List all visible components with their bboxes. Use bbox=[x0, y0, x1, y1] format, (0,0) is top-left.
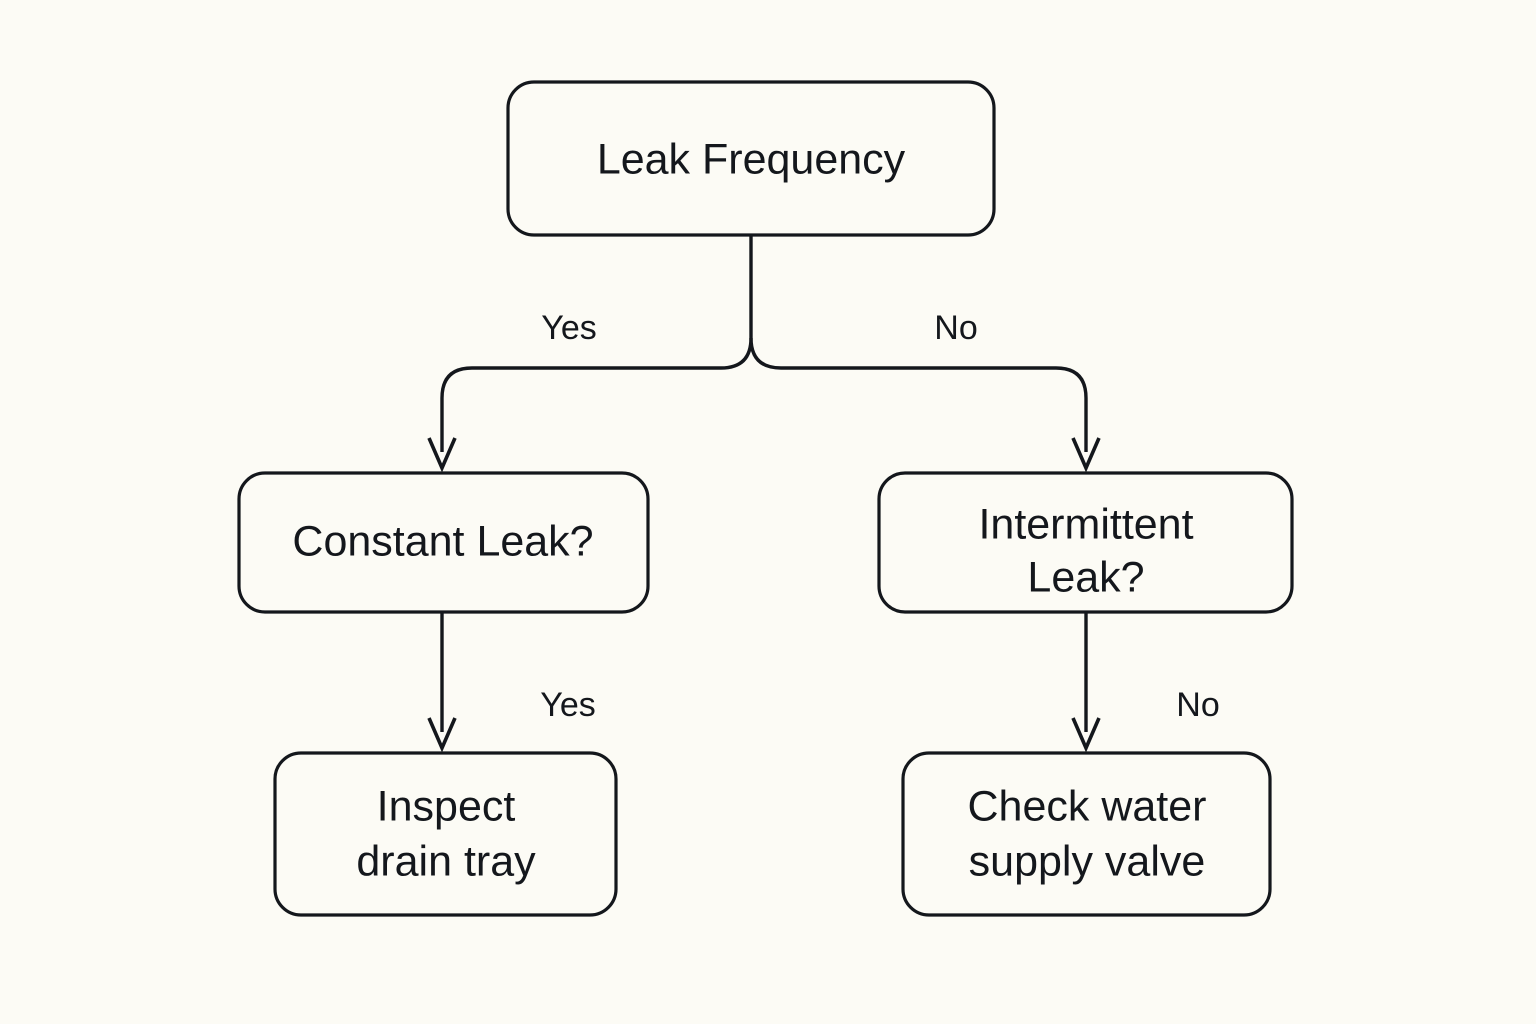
edge-root-to-intermittent bbox=[749, 337, 1088, 452]
node-constant-leak-box[interactable] bbox=[237, 471, 650, 614]
node-leak-frequency-label: Leak Frequency bbox=[597, 135, 906, 183]
arrowhead-intermittent-to-supply-valve bbox=[1071, 717, 1101, 753]
node-constant-leak-label: Constant Leak? bbox=[292, 517, 593, 565]
edge-label-intermittent-to-supply-valve: No bbox=[1176, 686, 1219, 724]
node-leak-frequency[interactable]: Leak Frequency bbox=[506, 80, 996, 237]
edge-label-root-to-intermittent: No bbox=[934, 309, 977, 347]
node-inspect-drain-tray-box[interactable] bbox=[273, 751, 618, 917]
node-inspect-drain-tray[interactable]: Inspect drain tray bbox=[273, 751, 618, 917]
node-inspect-drain-tray-label-line1: Inspect bbox=[377, 782, 516, 830]
node-constant-leak[interactable]: Constant Leak? bbox=[237, 471, 650, 614]
node-intermittent-leak-box[interactable] bbox=[877, 471, 1294, 614]
edge-root-to-constant bbox=[440, 337, 753, 452]
arrowhead-root-to-constant bbox=[427, 437, 457, 473]
edge-label-constant-to-drain-tray: Yes bbox=[540, 686, 595, 724]
node-check-water-supply-valve-label-line1: Check water bbox=[968, 782, 1207, 830]
node-leak-frequency-box[interactable] bbox=[506, 80, 996, 237]
arrowhead-constant-to-drain-tray bbox=[427, 717, 457, 753]
node-intermittent-leak[interactable]: Intermittent Leak? bbox=[877, 471, 1294, 614]
node-check-water-supply-valve-box[interactable] bbox=[901, 751, 1272, 917]
node-intermittent-leak-label-line2: Leak? bbox=[1027, 553, 1144, 601]
edge-label-root-to-constant: Yes bbox=[541, 309, 596, 347]
node-intermittent-leak-label-line1: Intermittent bbox=[978, 500, 1193, 548]
node-check-water-supply-valve[interactable]: Check water supply valve bbox=[901, 751, 1272, 917]
node-check-water-supply-valve-label-line2: supply valve bbox=[969, 837, 1206, 885]
node-inspect-drain-tray-label-line2: drain tray bbox=[356, 837, 536, 885]
arrowhead-root-to-intermittent bbox=[1071, 437, 1101, 473]
